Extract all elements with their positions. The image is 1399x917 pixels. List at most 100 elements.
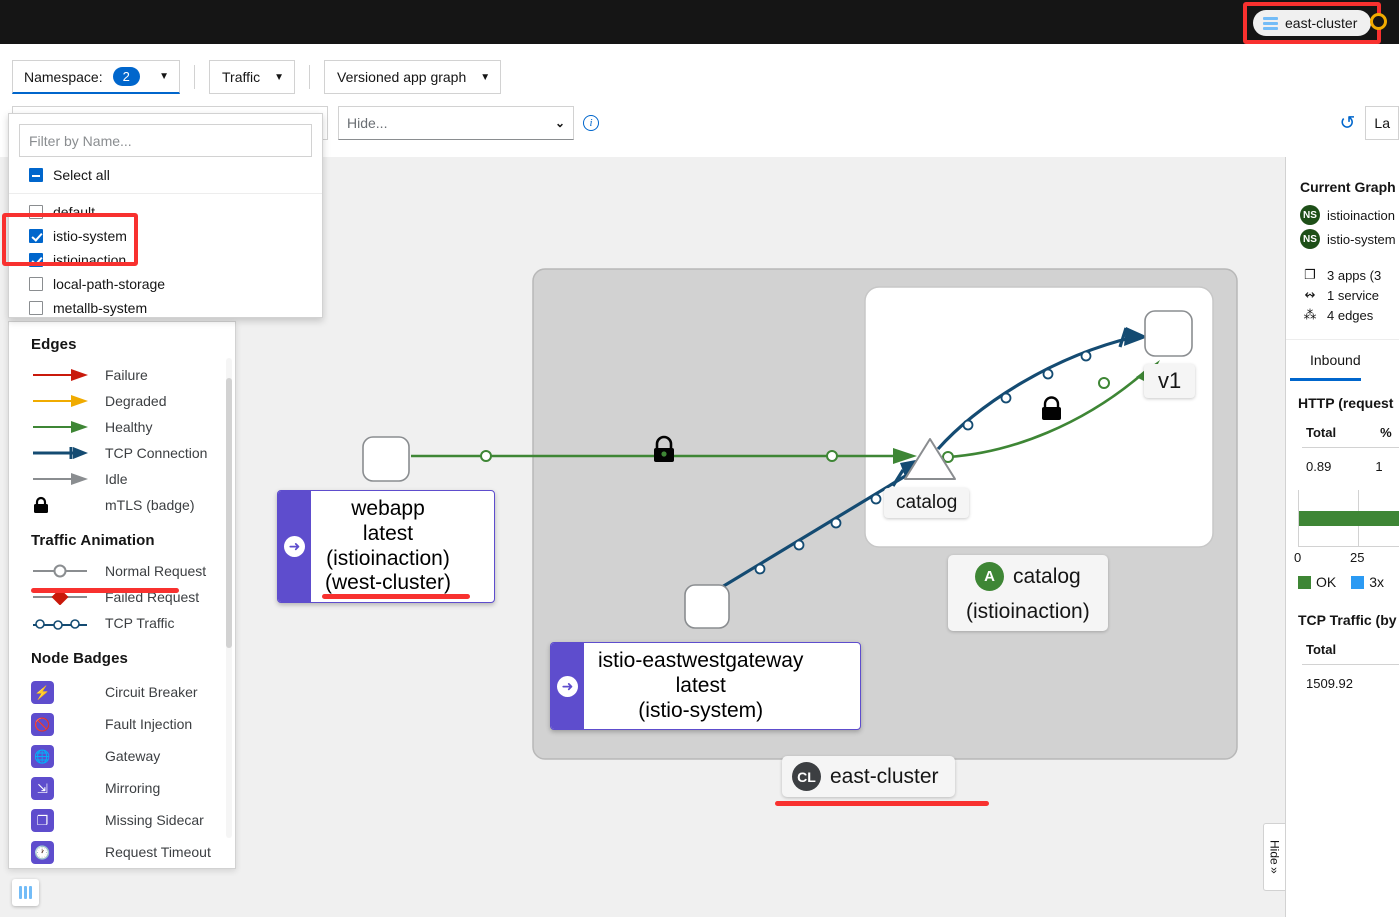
node-label-catalog-v1[interactable]: v1: [1144, 364, 1196, 398]
clock-icon: 🕐: [31, 840, 105, 864]
time-range-selector[interactable]: La: [1365, 106, 1399, 140]
globe-icon: 🌐: [31, 744, 105, 768]
side-panel-stat-apps: ❐ 3 apps (3: [1286, 265, 1399, 285]
traffic-dot: [826, 450, 838, 462]
namespace-chip-catalog[interactable]: A catalog (istioinaction): [948, 555, 1108, 631]
node-box-eastwestgateway-text: istio-eastwestgateway latest (istio-syst…: [598, 649, 804, 722]
legend-book-icon: [18, 886, 33, 899]
namespace-item-istio-system[interactable]: istio-system: [9, 224, 322, 248]
legend-item-gateway: 🌐 Gateway: [9, 740, 235, 772]
toolbar-primary-row: Namespace: 2 ▼ Traffic ▼ Versioned app g…: [12, 60, 502, 94]
traffic-dot: [942, 451, 954, 463]
legend-swatch-ok: [1298, 575, 1311, 589]
hide-tab-label: Hide: [1267, 840, 1282, 865]
mirroring-icon: ⇲: [31, 776, 105, 800]
history-icon[interactable]: ↺: [1339, 112, 1356, 134]
legend-item-missing-sidecar: ❐ Missing Sidecar: [9, 804, 235, 836]
traffic-dot: [793, 539, 805, 551]
graph-type-label: Traffic: [222, 69, 261, 85]
node-label-catalog-service[interactable]: catalog: [884, 488, 970, 519]
side-panel-stat-services: ↭ 1 service: [1286, 285, 1399, 305]
namespace-item-default[interactable]: default: [9, 200, 322, 224]
legend-item-partial: [9, 868, 235, 869]
chevron-down-icon: ▼: [159, 71, 169, 82]
east-cluster-highlight: [775, 801, 989, 806]
namespace-item-istioinaction[interactable]: istioinaction: [9, 248, 322, 272]
node-box-webapp[interactable]: ➜ webapp latest (istioinaction) (west-cl…: [277, 490, 495, 604]
stat-label: 4 edges: [1327, 307, 1374, 323]
legend-item-mtls: mTLS (badge): [9, 492, 235, 518]
legend-toggle-button[interactable]: [12, 879, 39, 906]
select-all-label: Select all: [53, 167, 110, 183]
select-all-checkbox[interactable]: [29, 168, 43, 182]
cluster-chip-highlight: east-cluster: [1243, 2, 1382, 44]
cluster-chip[interactable]: east-cluster: [1253, 10, 1372, 36]
cluster-chip-east-cluster[interactable]: CL east-cluster: [782, 756, 955, 797]
legend-item-label: Failed Request: [105, 589, 200, 605]
cell-total: 0.89: [1306, 459, 1332, 474]
edge-catalog-to-v1-tcp[interactable]: [936, 335, 1135, 451]
legend-item-circuit-breaker: ⚡ Circuit Breaker: [9, 676, 235, 708]
arrow-grey-icon: [31, 472, 105, 486]
namespace-checkbox[interactable]: [29, 277, 43, 291]
circle-on-line-icon: [31, 563, 105, 579]
legend-scrollbar-thumb[interactable]: [226, 378, 232, 648]
legend-item-request-timeout: 🕐 Request Timeout: [9, 836, 235, 868]
traffic-dot: [1080, 350, 1092, 362]
chart-tick-0: 0: [1294, 550, 1302, 565]
legend-swatch-3xx: [1351, 575, 1365, 589]
chart-bar-ok: [1299, 511, 1399, 526]
chart-legend: OK 3x: [1298, 574, 1399, 590]
namespace-item-label: default: [53, 204, 96, 220]
table-divider: [1302, 447, 1399, 448]
graph-canvas[interactable]: catalog v1 ➜ webapp latest (istioinactio…: [0, 157, 1285, 917]
namespace-name: istioinaction: [1327, 207, 1395, 223]
graph-kind-selector[interactable]: Versioned app graph ▼: [324, 60, 502, 94]
info-icon[interactable]: i: [583, 115, 599, 131]
node-webapp-workload[interactable]: [362, 436, 410, 482]
database-icon: [1263, 16, 1278, 31]
legend-item-label: TCP Traffic: [105, 615, 175, 631]
arrow-green-icon: [31, 420, 105, 434]
user-avatar-icon[interactable]: [1370, 13, 1387, 30]
app-badge-icon: A: [975, 562, 1004, 591]
edge-catalog-to-v1-http[interactable]: [947, 368, 1149, 459]
node-catalog-v1-workload[interactable]: [1144, 310, 1193, 357]
legend-item-mirroring: ⇲ Mirroring: [9, 772, 235, 804]
side-panel-namespace-istioinaction: NS istioinaction: [1286, 203, 1399, 227]
edge-gateway-to-catalog[interactable]: [721, 470, 913, 589]
http-section-heading: HTTP (request: [1298, 395, 1394, 411]
chevron-right-icon: »: [1267, 867, 1282, 874]
legend-item-label: Request Timeout: [105, 844, 211, 860]
namespace-filter-input[interactable]: Filter by Name...: [19, 124, 312, 157]
hide-input[interactable]: Hide... ⌄: [338, 106, 574, 140]
namespace-selector[interactable]: Namespace: 2 ▼: [12, 60, 180, 94]
chevron-down-icon: ▼: [480, 71, 491, 83]
legend-label-ok: OK: [1316, 574, 1337, 590]
table-header-row: Total %: [1298, 411, 1399, 447]
tab-inbound[interactable]: Inbound: [1290, 340, 1361, 381]
traffic-dot: [962, 419, 974, 431]
traffic-dot: [1042, 368, 1054, 380]
namespace-item-label: istioinaction: [53, 252, 127, 268]
namespace-checkbox[interactable]: [29, 253, 43, 267]
namespace-item-metallb-system[interactable]: metallb-system: [9, 296, 322, 320]
chart-tick-25: 25: [1350, 550, 1365, 565]
namespace-checkbox[interactable]: [29, 301, 43, 315]
http-traffic-table: Total % 0.89 1: [1286, 411, 1399, 474]
namespace-checkbox[interactable]: [29, 205, 43, 219]
traffic-dot: [830, 517, 842, 529]
graph-type-selector[interactable]: Traffic ▼: [209, 60, 296, 94]
namespace-checkbox[interactable]: [29, 229, 43, 243]
node-eastwestgateway-workload[interactable]: [684, 584, 730, 629]
node-box-eastwestgateway[interactable]: ➜ istio-eastwestgateway latest (istio-sy…: [550, 642, 861, 731]
namespace-item-local-path-storage[interactable]: local-path-storage: [9, 272, 322, 296]
legend-item-idle: Idle: [9, 466, 235, 492]
select-all-row[interactable]: Select all: [9, 157, 322, 194]
legend-item-failed-request: Failed Request: [9, 584, 235, 610]
side-panel-hide-tab[interactable]: Hide »: [1263, 823, 1285, 891]
side-panel-divider: [1286, 339, 1399, 340]
namespace-badge-icon: NS: [1300, 205, 1320, 225]
node-catalog-service[interactable]: [904, 438, 956, 480]
